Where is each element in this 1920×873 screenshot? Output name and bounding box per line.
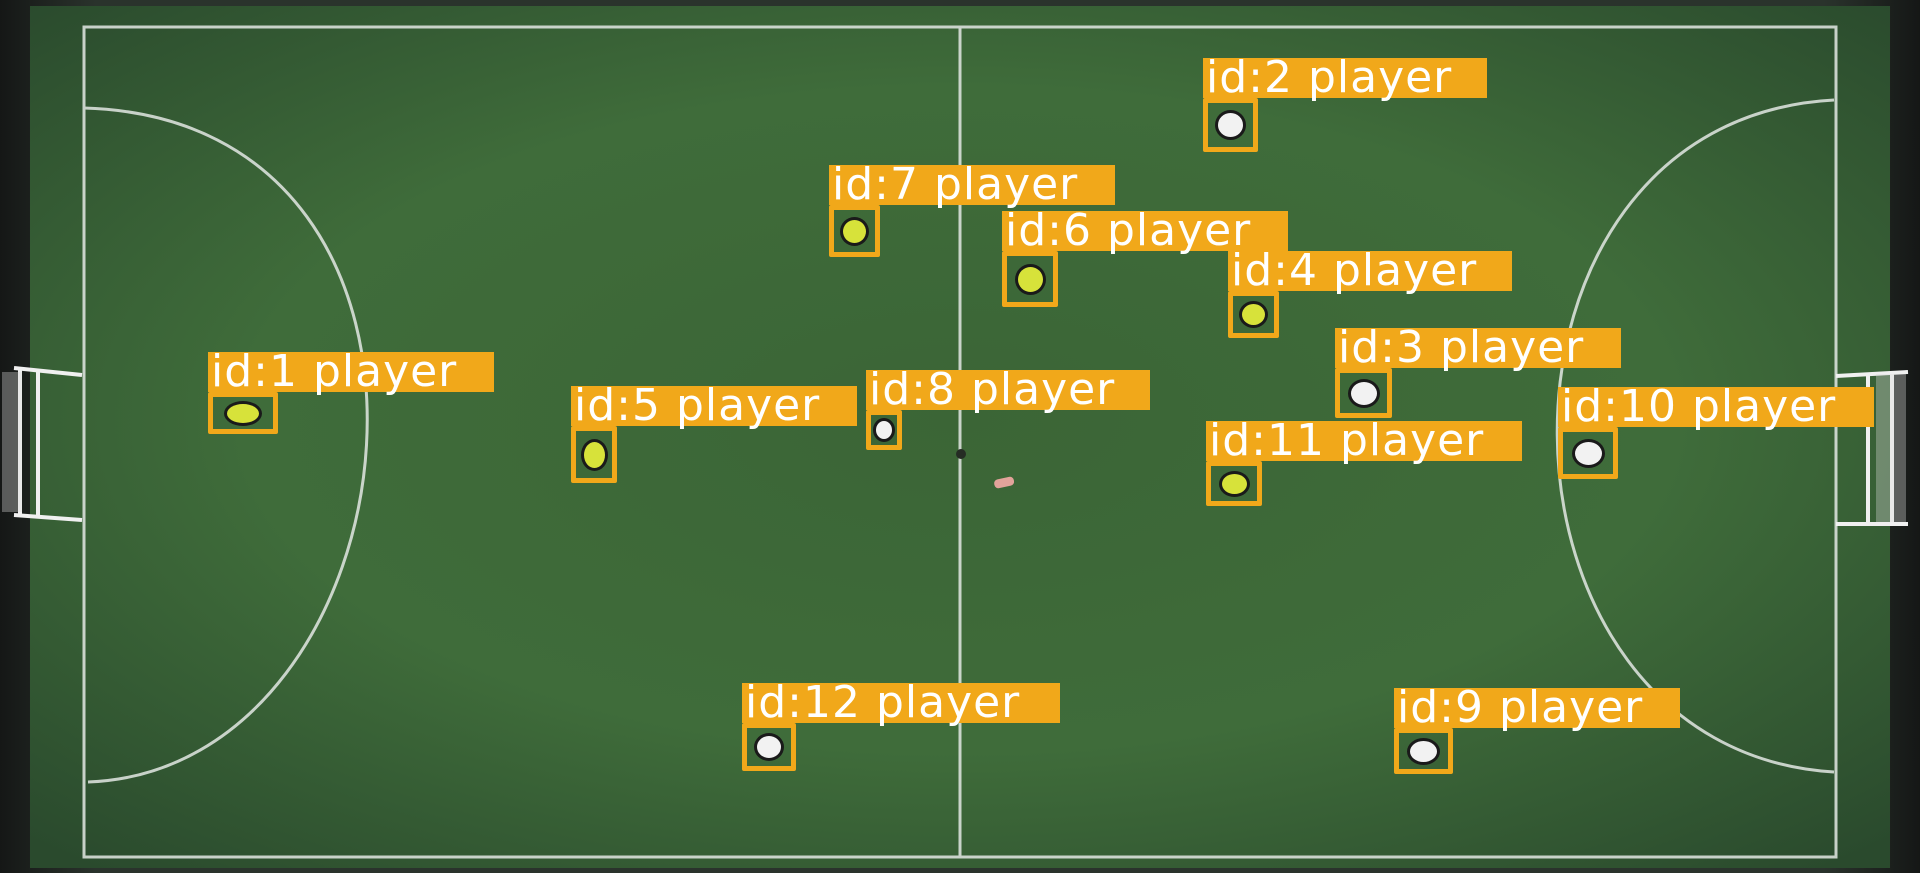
centre-spot [956, 449, 966, 459]
player-figure [1350, 381, 1377, 405]
detection-label: id:1 player [208, 350, 494, 394]
bounding-box [571, 426, 617, 483]
player-figure [876, 421, 892, 439]
bounding-box [1335, 368, 1392, 418]
detection-label: id:3 player [1335, 326, 1621, 370]
detection-label: id:4 player [1228, 249, 1512, 293]
bounding-box [1558, 427, 1618, 479]
detection-label: id:10 player [1558, 385, 1874, 429]
player-figure [1218, 113, 1243, 137]
pitch-lines [82, 25, 1838, 859]
detection-label: id:8 player [866, 368, 1150, 412]
player-figure [583, 441, 605, 468]
detection-label: id:5 player [571, 384, 857, 428]
player-figure [1574, 441, 1602, 465]
left-goal [2, 366, 83, 522]
bounding-box [1394, 728, 1453, 774]
bounding-box [1002, 251, 1058, 307]
bounding-box [1206, 461, 1262, 506]
bounding-box [829, 205, 880, 257]
detection-label: id:6 player [1002, 209, 1288, 253]
player-figure [227, 403, 259, 423]
detection-label: id:9 player [1394, 686, 1680, 730]
player-figure [757, 736, 781, 758]
left-penalty-arc [83, 106, 369, 784]
detection-label: id:7 player [829, 163, 1115, 207]
player-figure [843, 219, 866, 243]
ball-marker [994, 476, 1015, 489]
bounding-box [208, 392, 278, 434]
bounding-box [742, 723, 796, 771]
right-goal [1835, 370, 1909, 526]
bounding-box [866, 410, 902, 450]
player-figure [1017, 266, 1043, 292]
player-figure [1221, 473, 1247, 494]
detection-label: id:12 player [742, 681, 1060, 725]
detection-label: id:2 player [1203, 56, 1487, 100]
player-figure [1242, 304, 1265, 325]
player-figure [1410, 740, 1437, 762]
bounding-box [1203, 98, 1258, 152]
detection-label: id:11 player [1206, 419, 1522, 463]
right-penalty-arc [1555, 98, 1835, 774]
bounding-box [1228, 291, 1279, 338]
